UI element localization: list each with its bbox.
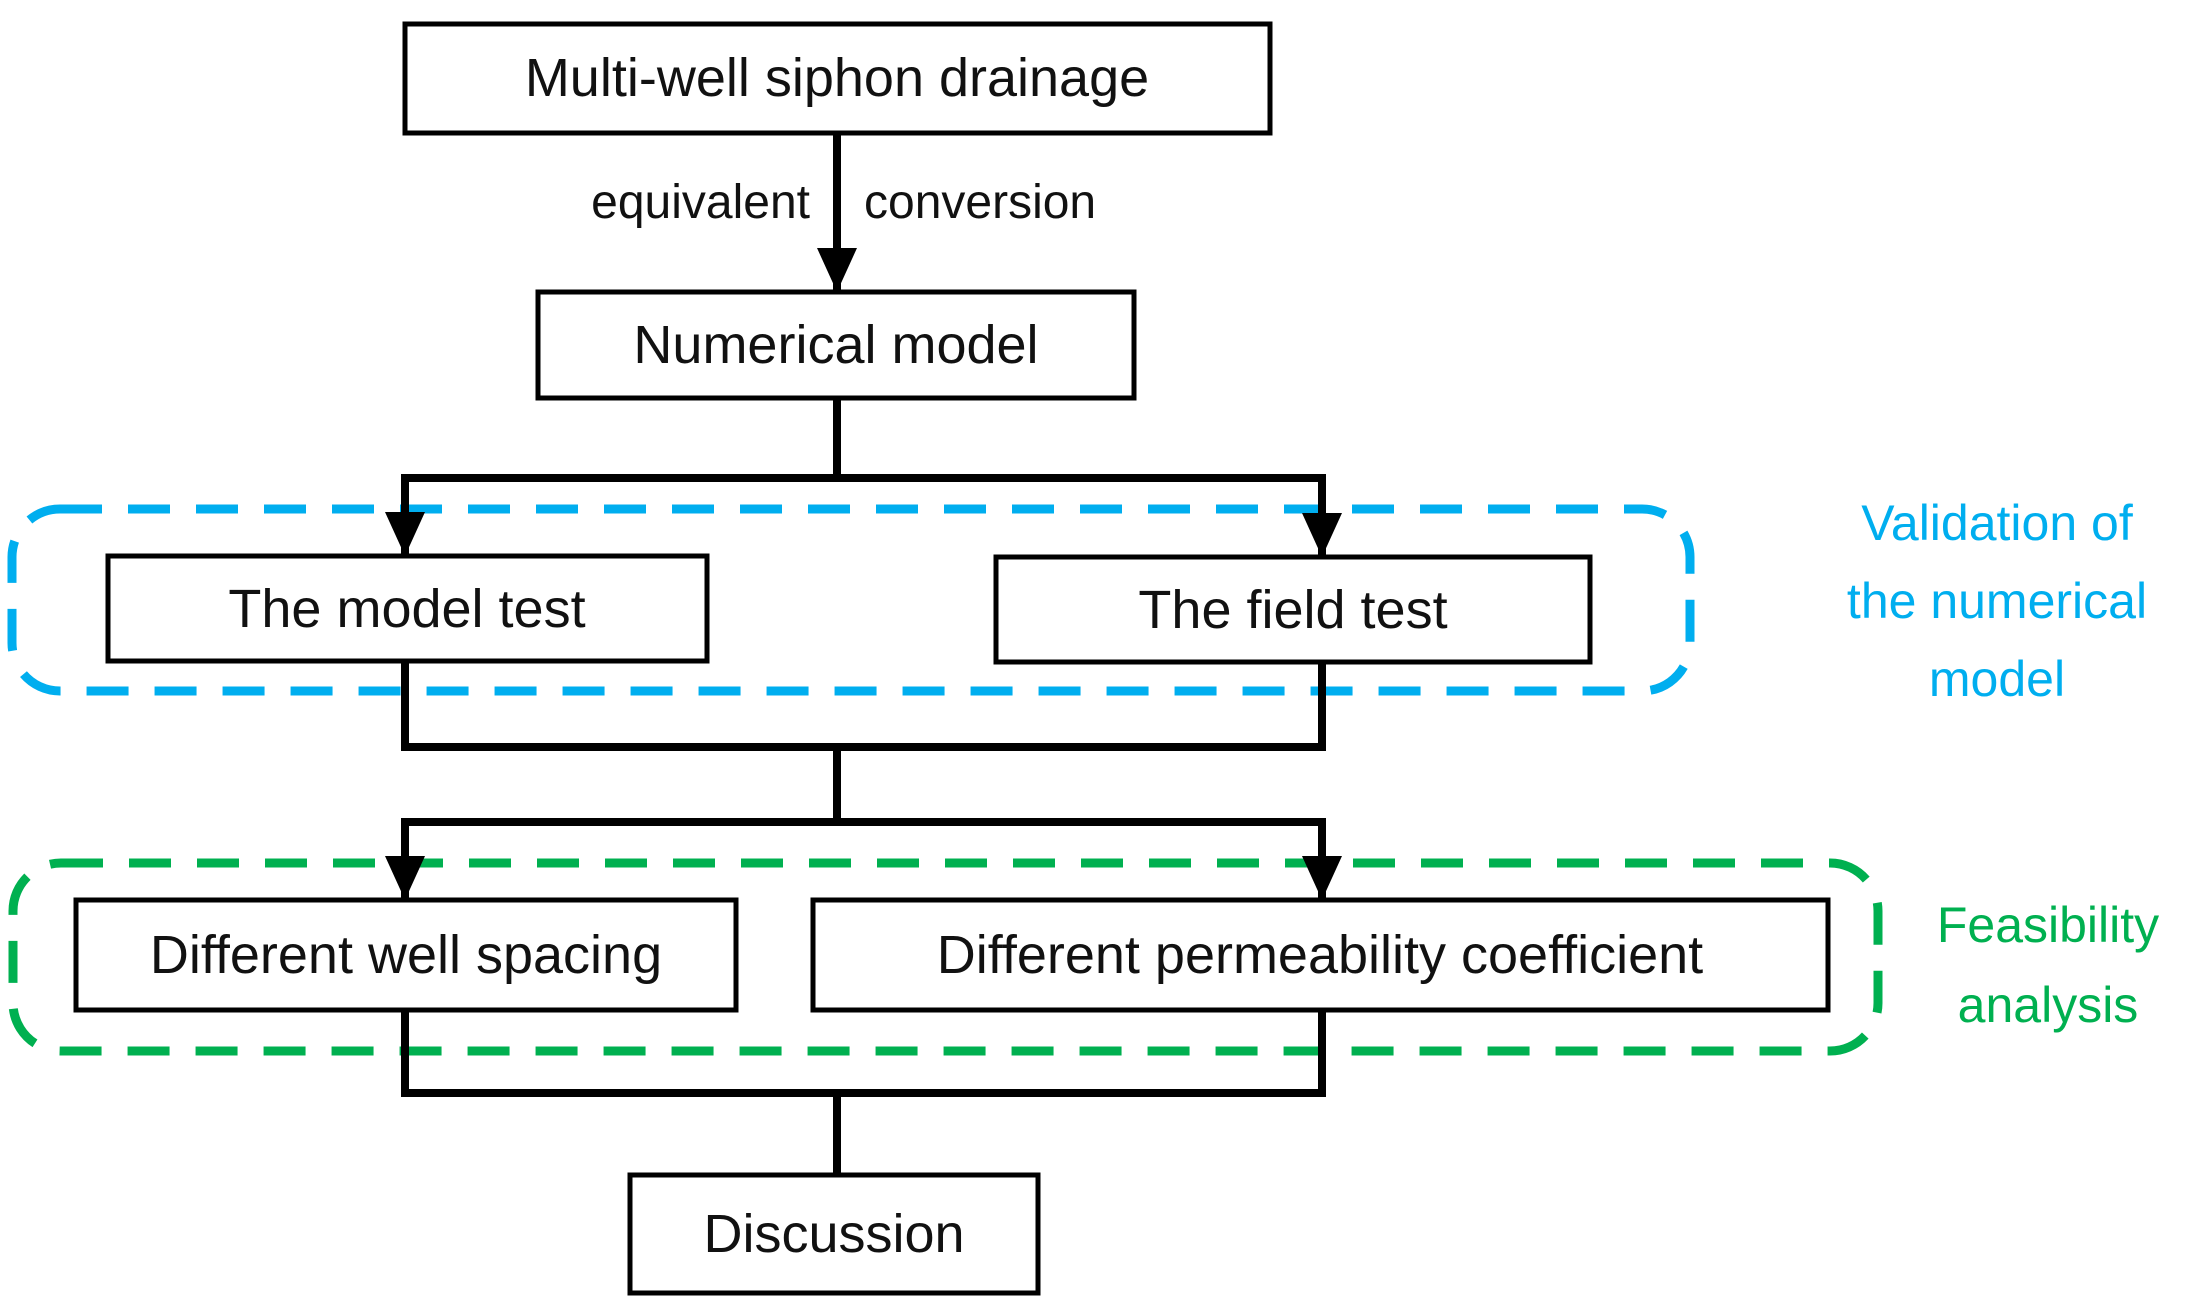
permeability-box bbox=[810, 897, 1831, 1013]
validation-label-line2: the numerical bbox=[1847, 573, 2147, 629]
equivalent-label: equivalent bbox=[591, 176, 810, 229]
edge-label-equivalent-conversion: equivalent conversion bbox=[591, 176, 1096, 229]
node-numerical-model: Numerical model bbox=[535, 289, 1137, 401]
conversion-label: conversion bbox=[864, 176, 1096, 229]
discussion-label: Discussion bbox=[703, 1204, 964, 1264]
node-field-test: The field test bbox=[993, 554, 1593, 665]
validation-label-line1: Validation of bbox=[1861, 495, 2133, 551]
feasibility-label-line1: Feasibility bbox=[1937, 897, 2159, 953]
validation-annotation: Validation of the numerical model bbox=[1847, 495, 2147, 707]
well-spacing-label: Different well spacing bbox=[150, 925, 662, 985]
feasibility-label-line2: analysis bbox=[1958, 977, 2139, 1033]
well-spacing-box bbox=[73, 897, 739, 1013]
node-model-test: The model test bbox=[105, 553, 710, 664]
numerical-model-box bbox=[535, 289, 1137, 401]
model-test-label: The model test bbox=[228, 579, 585, 639]
multi-well-label: Multi-well siphon drainage bbox=[525, 48, 1149, 108]
validation-label-line3: model bbox=[1929, 651, 2065, 707]
feasibility-annotation: Feasibility analysis bbox=[1937, 897, 2159, 1033]
node-discussion: Discussion bbox=[627, 1172, 1041, 1296]
model-test-box bbox=[105, 553, 710, 664]
node-different-permeability-coefficient: Different permeability coefficient bbox=[810, 897, 1831, 1013]
discussion-box bbox=[627, 1172, 1041, 1296]
field-test-label: The field test bbox=[1138, 580, 1447, 640]
permeability-label: Different permeability coefficient bbox=[937, 925, 1703, 985]
validation-group-outline bbox=[7, 504, 1695, 696]
field-test-box bbox=[993, 554, 1593, 665]
numerical-model-label: Numerical model bbox=[633, 315, 1038, 375]
node-different-well-spacing: Different well spacing bbox=[73, 897, 739, 1013]
node-multi-well-siphon-drainage: Multi-well siphon drainage bbox=[402, 21, 1273, 136]
feasibility-group-outline bbox=[8, 858, 1883, 1056]
multi-well-box bbox=[402, 21, 1273, 136]
